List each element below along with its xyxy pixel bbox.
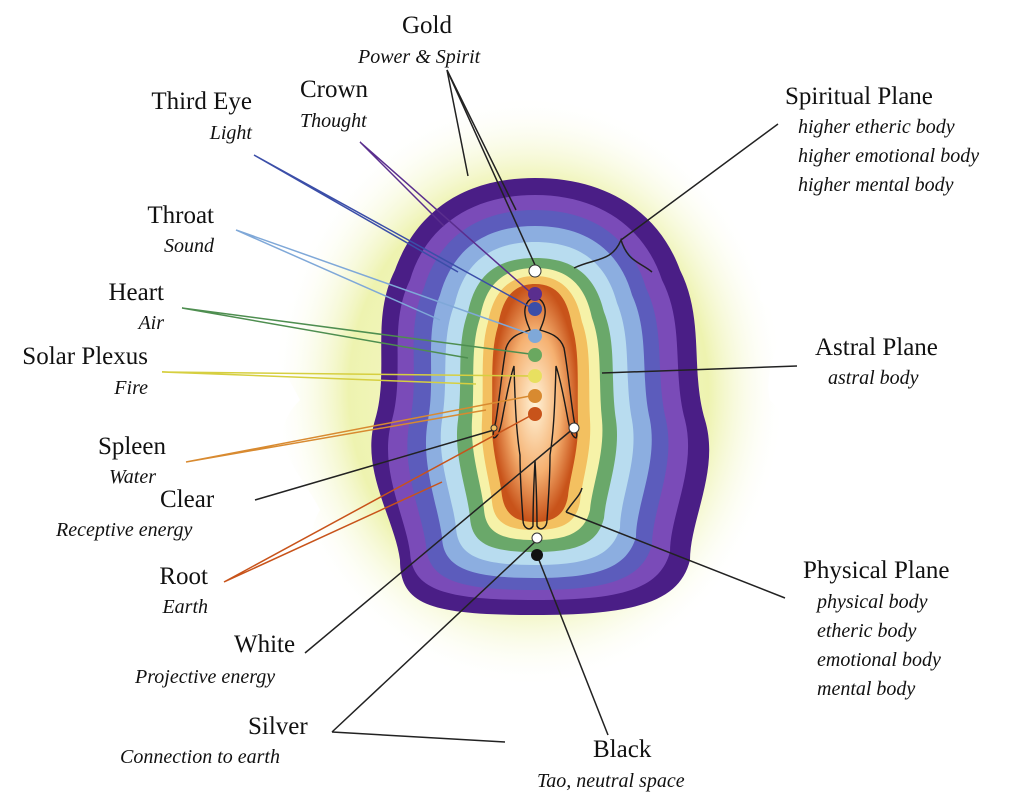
crown-subtitle: Thought: [300, 110, 367, 132]
connector-physical: [565, 487, 786, 599]
connector-heart: [181, 307, 531, 359]
spiritual-plane-title: Spiritual Plane: [785, 83, 933, 110]
physical-plane-item: etheric body: [817, 620, 917, 642]
heart-title: Heart: [108, 279, 164, 306]
chakra-crown: [528, 287, 542, 301]
gold-subtitle: Power & Spirit: [358, 46, 481, 68]
chakra-clear-hand: [490, 424, 498, 432]
black-subtitle: Tao, neutral space: [537, 770, 685, 792]
white-title: White: [234, 631, 296, 658]
astral-plane-title: Astral Plane: [815, 334, 938, 361]
connector-gold-aura: [446, 69, 517, 211]
spiritual-plane-item: higher etheric body: [798, 116, 955, 138]
chakra-root: [528, 407, 542, 421]
root-subtitle: Earth: [162, 596, 208, 618]
heart-subtitle: Air: [138, 312, 164, 334]
connector-spleen: [185, 395, 531, 463]
chakra-heart: [528, 348, 542, 362]
chakra-spleen: [528, 389, 542, 403]
connector-throat: [235, 229, 531, 335]
chakra-black: [531, 549, 543, 561]
astral-plane-item: astral body: [828, 367, 919, 389]
gold-title: Gold: [402, 12, 452, 39]
chakra-solar-plexus: [528, 369, 542, 383]
throat-title: Throat: [147, 202, 214, 229]
physical-plane-title: Physical Plane: [803, 557, 950, 584]
connector-lines: [161, 69, 798, 743]
physical-plane-item: physical body: [817, 591, 928, 613]
connector-spiritual: [573, 123, 779, 273]
chakra-throat: [528, 329, 542, 343]
connector-silver: [331, 539, 538, 743]
third-eye-title: Third Eye: [151, 88, 252, 115]
physical-plane-item: mental body: [817, 678, 916, 700]
connector-astral: [601, 365, 798, 374]
spiritual-plane-item: higher mental body: [798, 174, 954, 196]
third-eye-subtitle: Light: [209, 122, 252, 144]
root-title: Root: [159, 563, 208, 590]
crown-title: Crown: [300, 76, 369, 103]
spleen-subtitle: Water: [108, 466, 156, 488]
throat-subtitle: Sound: [164, 235, 214, 257]
connector-root: [223, 415, 531, 583]
solar-plexus-title: Solar Plexus: [22, 343, 148, 370]
silver-title: Silver: [248, 713, 308, 740]
connector-gold: [446, 69, 536, 266]
chakra-white-hand: [568, 422, 580, 434]
spleen-title: Spleen: [97, 433, 166, 460]
solar-plexus-subtitle: Fire: [114, 377, 148, 399]
connector-white: [304, 427, 575, 654]
chakra-silver: [531, 532, 543, 544]
physical-plane-item: emotional body: [817, 649, 941, 671]
connector-crown: [359, 141, 531, 293]
connector-black: [536, 554, 609, 736]
connector-solar-plexus: [161, 371, 531, 385]
clear-title: Clear: [160, 486, 215, 513]
connector-third-eye: [253, 154, 531, 308]
clear-subtitle: Receptive energy: [56, 519, 193, 541]
black-title: Black: [593, 736, 652, 763]
spiritual-plane-item: higher emotional body: [798, 145, 980, 167]
chakra-gold: [528, 264, 542, 278]
chakra-points: [490, 264, 580, 561]
chakra-third-eye: [528, 302, 542, 316]
silver-subtitle: Connection to earth: [120, 746, 280, 768]
white-subtitle: Projective energy: [135, 666, 276, 688]
connector-clear: [254, 429, 495, 501]
